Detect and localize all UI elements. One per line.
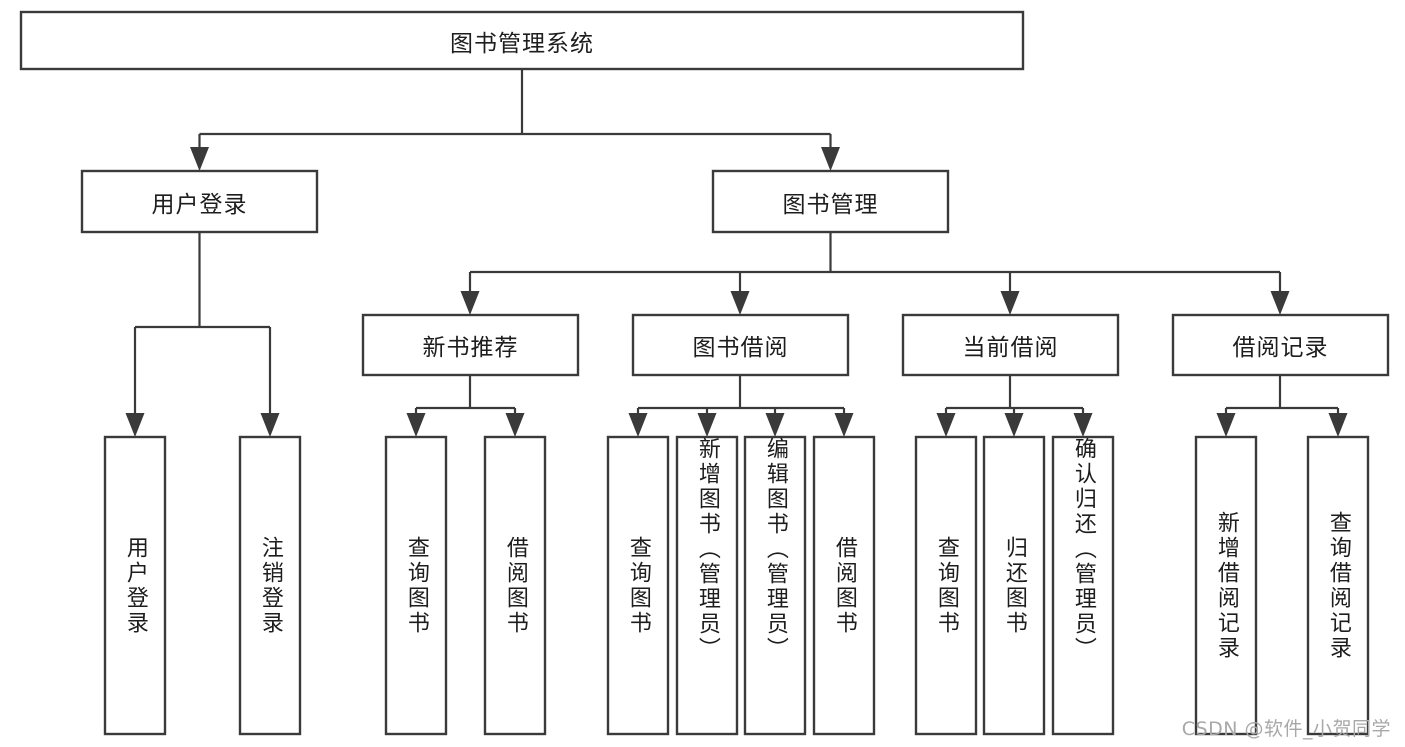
- node-box-add-borrow-record[interactable]: [1194, 435, 1258, 736]
- arrow-head-user-login-action: [125, 413, 145, 437]
- arrow-head-add-borrow-record: [1216, 413, 1236, 437]
- arrow-head-query-book-3: [936, 413, 956, 437]
- node-box-add-book-admin[interactable]: [675, 435, 739, 736]
- connector-new-book-recommend-to-leaves: [406, 375, 525, 437]
- connector-book-borrow-to-leaves: [628, 375, 854, 437]
- arrow-head-new-book-recommend: [460, 291, 480, 315]
- arrow-head-return-book: [1004, 413, 1024, 437]
- node-box-query-book-2[interactable]: [606, 435, 670, 736]
- node-box-current-borrow[interactable]: [901, 313, 1120, 377]
- node-box-new-book-recommend[interactable]: [361, 313, 580, 377]
- node-box-book-management[interactable]: [711, 169, 950, 234]
- node-box-query-book-1[interactable]: [384, 435, 448, 736]
- arrow-head-user-logout-action: [260, 413, 280, 437]
- arrow-head-query-borrow-record: [1328, 413, 1348, 437]
- node-box-confirm-return-admin[interactable]: [1051, 435, 1115, 736]
- arrow-head-borrow-book-2: [834, 413, 854, 437]
- connector-book-management-to-groups: [460, 232, 1290, 315]
- connector-current-borrow-to-leaves: [936, 375, 1093, 437]
- arrow-head-add-book-admin: [697, 413, 717, 437]
- node-box-book-borrow[interactable]: [631, 313, 850, 377]
- node-box-borrow-book-1[interactable]: [483, 435, 547, 736]
- arrow-head-current-borrow: [1000, 291, 1020, 315]
- arrow-head-borrow-book-1: [505, 413, 525, 437]
- connector-borrow-record-to-leaves: [1216, 375, 1348, 437]
- arrow-head-user-login: [190, 147, 209, 171]
- node-box-borrow-book-2[interactable]: [812, 435, 876, 736]
- arrow-head-book-borrow: [730, 291, 750, 315]
- arrow-head-query-book-2: [628, 413, 648, 437]
- arrow-head-query-book-1: [406, 413, 426, 437]
- node-box-root[interactable]: [19, 10, 1025, 71]
- arrow-head-borrow-record: [1270, 291, 1290, 315]
- node-box-borrow-record[interactable]: [1171, 313, 1390, 377]
- connector-root-to-level1: [190, 69, 840, 171]
- arrow-head-edit-book-admin: [765, 413, 785, 437]
- node-box-query-book-3[interactable]: [914, 435, 978, 736]
- node-box-user-login-action[interactable]: [103, 435, 167, 736]
- node-box-return-book[interactable]: [982, 435, 1046, 736]
- node-box-query-borrow-record[interactable]: [1306, 435, 1370, 736]
- node-box-user-login[interactable]: [80, 169, 319, 234]
- connector-user-login-to-leaves: [125, 232, 280, 437]
- node-box-edit-book-admin[interactable]: [743, 435, 807, 736]
- arrow-head-book-management: [821, 147, 840, 171]
- arrow-head-confirm-return-admin: [1073, 413, 1093, 437]
- node-box-user-logout-action[interactable]: [238, 435, 302, 736]
